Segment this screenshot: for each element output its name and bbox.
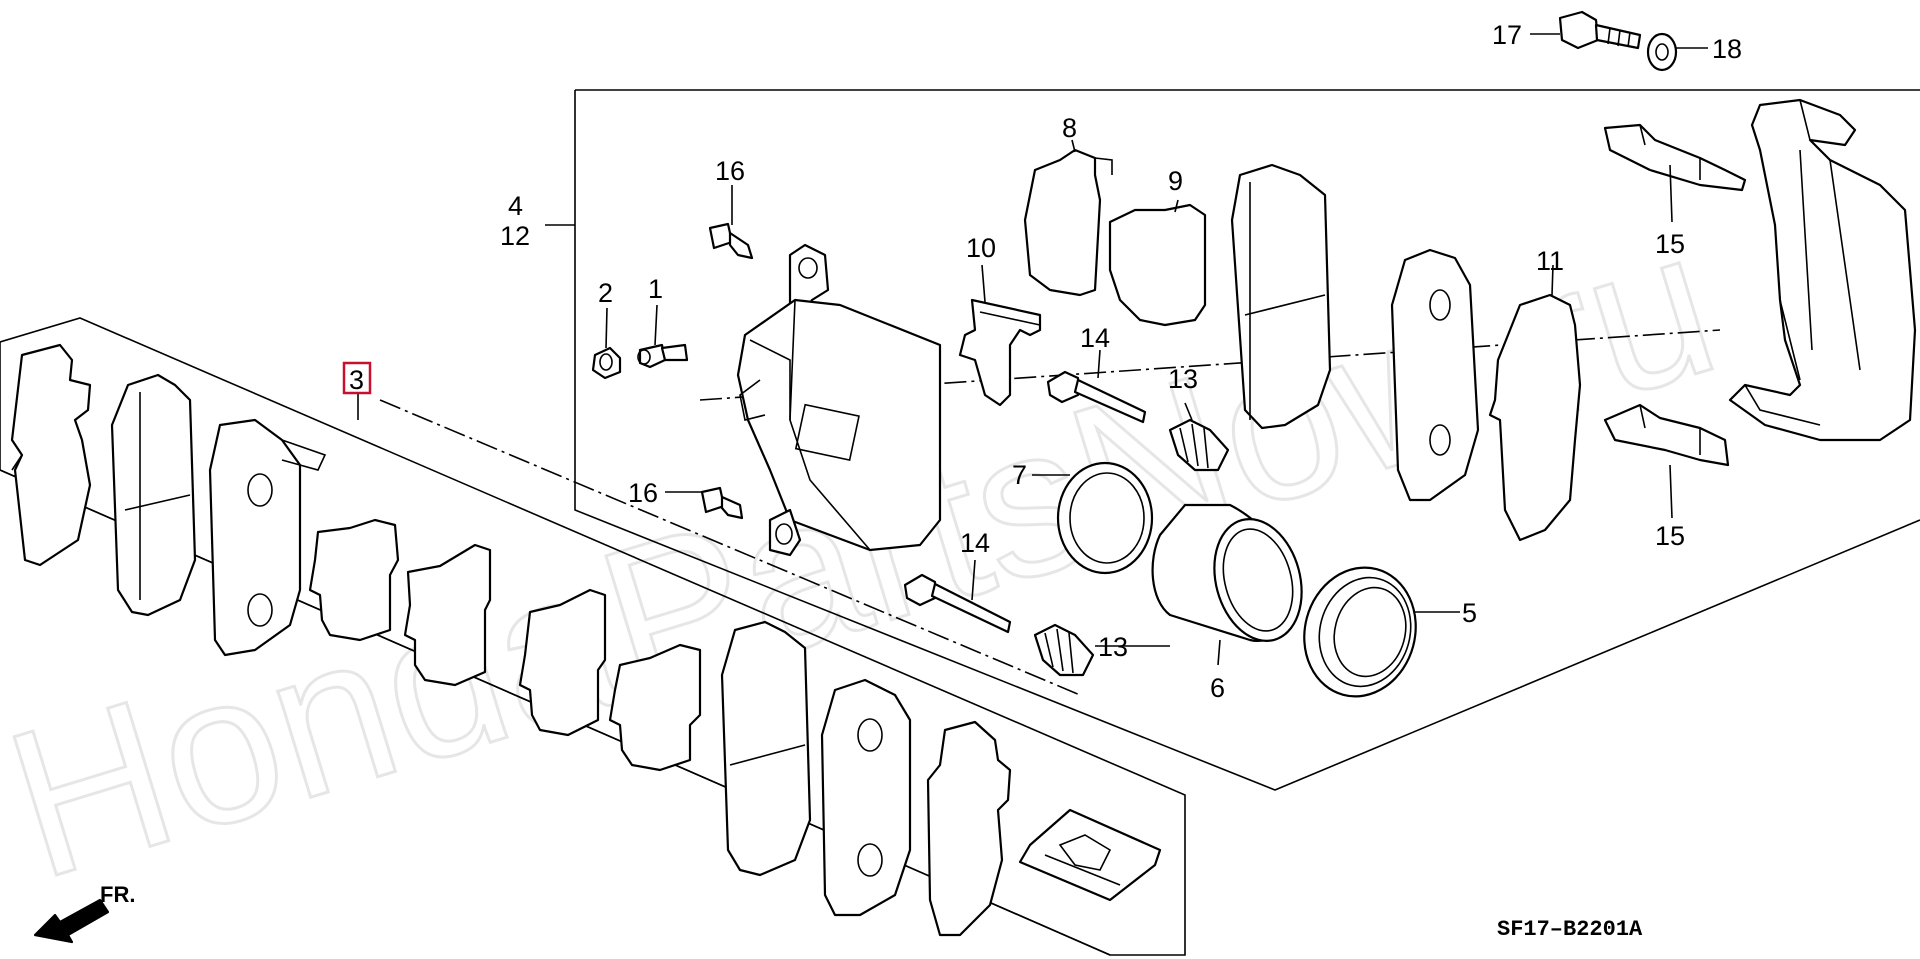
pad-retainer-9: [1108, 203, 1207, 327]
callout-12[interactable]: 12: [500, 221, 530, 251]
pad-retainer-clip-lower: [1603, 403, 1730, 467]
callout-16-upper[interactable]: 16: [715, 156, 745, 186]
callout-3[interactable]: 3: [349, 365, 364, 395]
bracket-bolt: [1558, 10, 1642, 50]
callout-9[interactable]: 9: [1168, 166, 1183, 196]
shim-2: [403, 543, 492, 687]
brake-pad-11: [1488, 293, 1582, 542]
brake-pad-outer-2: [926, 720, 1012, 937]
brake-pad-inner: [1230, 163, 1332, 430]
caliper-assembly-box: [545, 89, 1920, 791]
piston-boot: [1303, 566, 1417, 698]
callout-6[interactable]: 6: [1210, 673, 1225, 703]
pin-boot-lower: [1033, 623, 1095, 677]
callout-15-lower[interactable]: 15: [1655, 521, 1685, 551]
brake-pad-backing-1: [208, 418, 327, 657]
callout-10[interactable]: 10: [966, 233, 996, 263]
guide-pin-upper: [1046, 370, 1147, 424]
guide-pin-lower: [903, 573, 1012, 634]
callout-14-lower[interactable]: 14: [960, 528, 990, 558]
bleeder-screw: [637, 343, 689, 369]
caliper-bracket: [1728, 98, 1917, 442]
brake-pad-outer-backing: [1390, 248, 1480, 502]
front-direction-arrow: [33, 898, 110, 944]
callout-4[interactable]: 4: [508, 191, 523, 221]
bleeder-cap: [591, 346, 622, 380]
pin-boot-upper: [1168, 418, 1230, 472]
shim-4: [608, 643, 702, 772]
callout-13-upper[interactable]: 13: [1168, 364, 1198, 394]
front-direction-label: FR.: [100, 882, 135, 907]
callout-16-lower[interactable]: 16: [628, 478, 658, 508]
callout-3-highlight: [342, 361, 372, 395]
brake-pad-1: [110, 373, 197, 617]
brake-pad-backing-2: [820, 678, 912, 917]
callout-11[interactable]: 11: [1536, 246, 1564, 276]
brake-pad-outer-1: [10, 343, 92, 567]
callout-8[interactable]: 8: [1062, 113, 1077, 143]
callout-7[interactable]: 7: [1012, 460, 1027, 490]
callout-14-upper[interactable]: 14: [1080, 323, 1110, 353]
caliper-body: [736, 243, 942, 557]
diagram-code: SF17–B2201A: [1497, 917, 1643, 942]
brake-pad-2: [720, 620, 812, 877]
shim-1: [308, 518, 400, 642]
caliper-guide-bolt-upper: [708, 222, 754, 260]
callout-18[interactable]: 18: [1712, 34, 1742, 64]
leader-lines: [357, 33, 1708, 666]
callout-2[interactable]: 2: [598, 278, 613, 308]
callout-17[interactable]: 17: [1492, 20, 1522, 50]
caliper-piston: [1151, 503, 1303, 643]
callout-1[interactable]: 1: [648, 274, 663, 304]
callout-5[interactable]: 5: [1462, 598, 1477, 628]
caliper-guide-bolt-lower: [700, 486, 744, 520]
anti-rattle-spring-10: [958, 298, 1042, 407]
bracket-washer: [1646, 32, 1678, 72]
piston-seal: [1056, 461, 1154, 575]
callout-15-upper[interactable]: 15: [1655, 229, 1685, 259]
pad-retainer-clip-upper: [1603, 123, 1747, 192]
shim-3: [518, 588, 607, 737]
grease-packet: [1018, 808, 1162, 902]
pad-retainer-8: [1023, 148, 1113, 297]
callout-13-lower[interactable]: 13: [1098, 632, 1128, 662]
